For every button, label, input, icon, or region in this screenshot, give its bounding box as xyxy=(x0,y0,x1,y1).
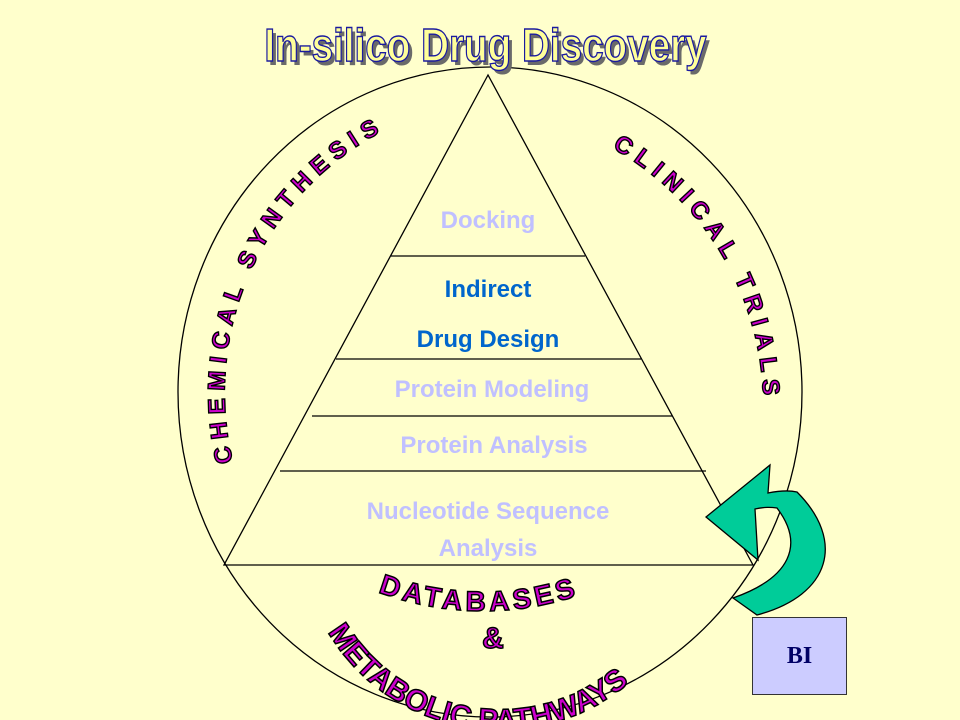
layer-indirect: Indirect xyxy=(445,276,532,303)
ring-label-databases: DATABASES xyxy=(376,568,582,617)
ring-label-metabolic-pathways: METABOLIC PATHWAYS xyxy=(322,617,634,720)
title-shadow: In-silico Drug Discovery xyxy=(268,24,711,75)
ring-label-ampersand: & xyxy=(482,622,504,655)
bi-box: BI xyxy=(752,617,847,695)
outer-ring xyxy=(177,66,803,718)
layer-protein-modeling: Protein Modeling xyxy=(395,376,590,403)
page-title: In-silico Drug Discovery xyxy=(264,20,707,71)
layer-drug-design: Drug Design xyxy=(417,326,560,353)
ring-label-chemical-synthesis: CHEMICAL SYNTHESIS xyxy=(203,111,389,467)
bi-label: BI xyxy=(786,642,813,669)
layer-docking: Docking xyxy=(441,207,536,234)
layer-nucleotide-line1: Nucleotide Sequence xyxy=(367,498,610,525)
pyramid xyxy=(222,73,755,566)
layer-nucleotide-line2: Analysis xyxy=(439,535,538,562)
ring-label-clinical-trials: CLINICAL TRIALS xyxy=(609,130,784,403)
layer-protein-analysis: Protein Analysis xyxy=(400,432,587,459)
curved-arrow-icon xyxy=(704,463,826,616)
